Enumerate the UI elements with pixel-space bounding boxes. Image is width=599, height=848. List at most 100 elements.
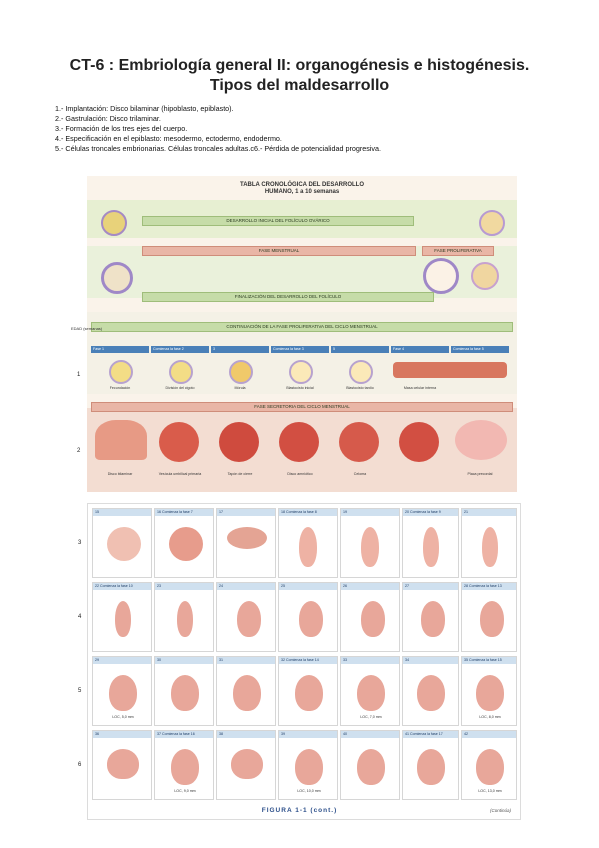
embryo-illustration bbox=[227, 527, 267, 549]
embryo-illustration bbox=[482, 527, 498, 567]
embryo-cell: 30 bbox=[154, 656, 214, 726]
figure-heading-line-2: HUMANO, 1 a 10 semanas bbox=[264, 189, 340, 195]
figure-caption: FIGURA 1-1 (cont.) bbox=[261, 807, 338, 814]
cell-header: 26 bbox=[341, 583, 399, 590]
embryo-illustration bbox=[171, 675, 199, 711]
stage-caption: Tapón de cierre bbox=[227, 472, 253, 476]
embryo-illustration bbox=[361, 601, 385, 637]
embryo-illustration bbox=[361, 527, 379, 567]
cell-header: 21 bbox=[462, 509, 516, 516]
length-caption: LOC, 9,0 mm bbox=[174, 789, 196, 793]
stage-header: Comienza la fase 5 bbox=[451, 346, 509, 353]
list-item: 2.- Gastrulación: Disco trilaminar. bbox=[55, 114, 161, 123]
embryo-illustration bbox=[177, 601, 193, 637]
embryo-illustration bbox=[421, 601, 445, 637]
cell-header: 28 Comienza la fase 13 bbox=[462, 583, 516, 590]
week-number: 3 bbox=[78, 540, 82, 546]
stage-header: 3 bbox=[211, 346, 269, 353]
oocyte-illustration bbox=[479, 210, 505, 236]
cell-header: 40 bbox=[341, 731, 399, 738]
embryo-cell: 32 Comienza la fase 14 bbox=[278, 656, 338, 726]
cell-header: 41 Comienza la fase 17 bbox=[403, 731, 458, 738]
cell-header: 30 bbox=[155, 657, 213, 664]
embryo-illustration bbox=[233, 675, 261, 711]
implantation-illustration bbox=[339, 422, 379, 462]
embryo-illustration bbox=[231, 749, 263, 779]
embryo-illustration bbox=[295, 749, 323, 785]
zygote-illustration bbox=[109, 360, 133, 384]
cell-header: 24 bbox=[217, 583, 275, 590]
stage-caption: Disco amniótico bbox=[287, 472, 313, 476]
stage-caption: División del cigoto bbox=[165, 386, 195, 390]
implantation-illustration bbox=[95, 420, 147, 460]
week-number: 2 bbox=[77, 448, 81, 454]
endometrium-illustration bbox=[393, 362, 507, 378]
arrow-follicle-development: DESARROLLO INICIAL DEL FOLÍCULO OVÁRICO bbox=[142, 216, 414, 226]
grid-row-week-4: 4 22 Comienza la fase 10 23 24 25 26 27 … bbox=[78, 582, 520, 653]
embryo-illustration bbox=[357, 749, 385, 785]
cell-header: 29 bbox=[93, 657, 151, 664]
embryo-illustration bbox=[171, 749, 199, 785]
stage-header: 5 bbox=[331, 346, 389, 353]
embryo-cell: 17 bbox=[216, 508, 276, 578]
cell-header: 25 bbox=[279, 583, 337, 590]
cell-header: 18 Comienza la fase 8 bbox=[279, 509, 337, 516]
cell-header: 38 bbox=[217, 731, 275, 738]
embryo-illustration bbox=[417, 675, 445, 711]
stage-caption: Fecundación bbox=[109, 386, 131, 390]
embryo-cell: 19 bbox=[340, 508, 400, 578]
ovum-illustration bbox=[471, 262, 499, 290]
embryo-grid-figure: 3 15 16 Comienza la fase 7 17 18 Comienz… bbox=[78, 503, 521, 820]
cell-header: 27 bbox=[403, 583, 458, 590]
cell-header: 15 bbox=[93, 509, 151, 516]
cell-header: 23 bbox=[155, 583, 213, 590]
embryo-illustration bbox=[107, 749, 139, 779]
morula-illustration bbox=[229, 360, 253, 384]
cell-header: 16 Comienza la fase 7 bbox=[155, 509, 213, 516]
continued-label: (Continúa) bbox=[490, 808, 512, 813]
stage-header: Comienza la fase 3 bbox=[271, 346, 329, 353]
arrow-proliferative-continuation: CONTINUACIÓN DE LA FASE PROLIFERATIVA DE… bbox=[91, 322, 513, 332]
figure-heading: TABLA CRONOLÓGICA DEL DESARROLLO HUMANO,… bbox=[87, 182, 517, 196]
embryo-cell: 34 bbox=[402, 656, 459, 726]
age-axis-label: EDAD (semanas) bbox=[71, 326, 103, 331]
list-item: 4.- Especificación en el epiblasto: meso… bbox=[55, 134, 282, 143]
stage-caption: Vesícula umbilical primaria bbox=[158, 472, 202, 476]
embryo-illustration bbox=[107, 527, 141, 561]
length-caption: LOC, 13,0 mm bbox=[478, 789, 502, 793]
arrow-menstrual-phase: FASE MENSTRUAL bbox=[142, 246, 416, 256]
embryo-illustration bbox=[357, 675, 385, 711]
stage-caption: Celoma bbox=[353, 472, 367, 476]
embryo-illustration bbox=[476, 675, 504, 711]
cell-header: 42 bbox=[462, 731, 516, 738]
embryo-cell: 38 bbox=[216, 730, 276, 800]
topics-list: 1.- Implantación: Disco bilaminar (hipob… bbox=[55, 104, 555, 154]
figure-heading-line-1: TABLA CRONOLÓGICA DEL DESARROLLO bbox=[240, 182, 364, 188]
cell-header: 31 bbox=[217, 657, 275, 664]
cell-header: 22 Comienza la fase 10 bbox=[93, 583, 151, 590]
cell-header: 17 bbox=[217, 509, 275, 516]
cell-header: 36 bbox=[93, 731, 151, 738]
embryo-cell: 27 bbox=[402, 582, 459, 652]
length-caption: LOC, 5,0 mm bbox=[112, 715, 134, 719]
implantation-illustration bbox=[279, 422, 319, 462]
cell-header: 34 bbox=[403, 657, 458, 664]
stage-caption: Blastocisto inicial bbox=[286, 386, 314, 390]
embryo-cell: 22 Comienza la fase 10 bbox=[92, 582, 152, 652]
embryo-illustration bbox=[109, 675, 137, 711]
stage-caption: Blastocisto tardío bbox=[346, 386, 374, 390]
title-line-1: CT-6 : Embriología general II: organogén… bbox=[69, 57, 530, 74]
arrow-proliferative-phase: FASE PROLIFERATIVA bbox=[422, 246, 494, 256]
cell-header: 32 Comienza la fase 14 bbox=[279, 657, 337, 664]
follicle-illustration bbox=[101, 210, 127, 236]
embryo-cell: 21 bbox=[461, 508, 517, 578]
cell-header: 37 Comienza la fase 16 bbox=[155, 731, 213, 738]
embryo-illustration bbox=[476, 749, 504, 785]
implantation-illustration bbox=[399, 422, 439, 462]
list-item: 1.- Implantación: Disco bilaminar (hipob… bbox=[55, 104, 234, 113]
embryo-cell: 28 Comienza la fase 13 bbox=[461, 582, 517, 652]
